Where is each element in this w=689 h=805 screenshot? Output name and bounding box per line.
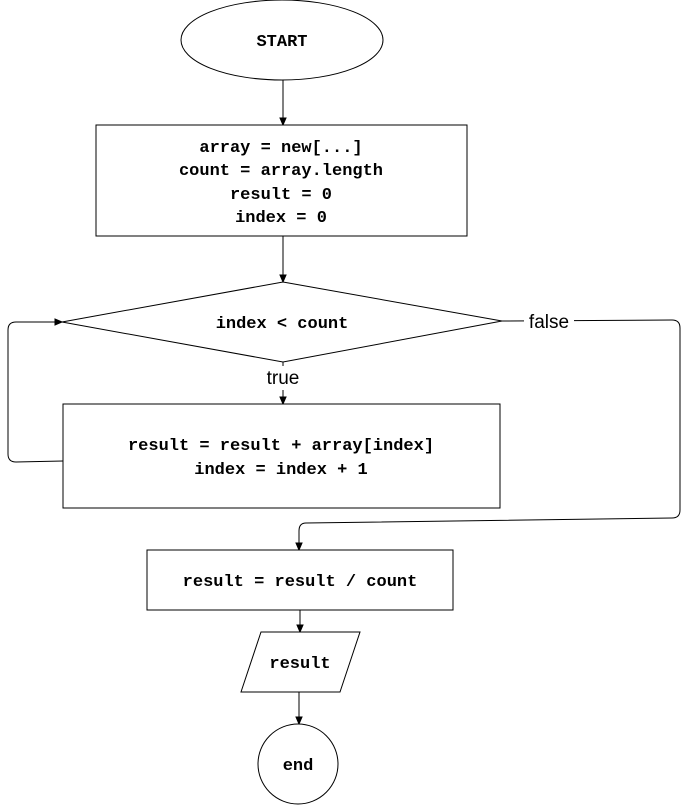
arrowhead-icon xyxy=(295,542,303,552)
edge-labels: true false xyxy=(262,310,574,390)
arrowhead-icon xyxy=(279,274,287,284)
end-node: end xyxy=(257,723,339,805)
arrowhead-icon xyxy=(295,716,303,726)
init-process-box xyxy=(95,124,468,237)
edge-condition-false xyxy=(298,319,681,544)
init-line: index = 0 xyxy=(235,209,327,228)
condition-label: index < count xyxy=(216,315,349,334)
end-circle xyxy=(257,723,339,805)
init-line: result = 0 xyxy=(230,186,332,205)
false-label: false xyxy=(529,312,569,333)
arrowhead-icon xyxy=(54,318,64,326)
divide-label: result = result / count xyxy=(183,573,418,592)
end-label: end xyxy=(283,757,314,776)
start-node: START xyxy=(180,0,384,81)
condition-decision-node: index < count xyxy=(61,281,503,363)
true-label: true xyxy=(267,368,300,389)
arrowhead-icon xyxy=(296,624,304,634)
init-line: array = new[...] xyxy=(199,139,362,158)
false-label-bg xyxy=(524,310,574,334)
output-label: result xyxy=(269,655,330,674)
output-parallelogram xyxy=(240,631,361,693)
condition-diamond xyxy=(61,281,503,363)
loop-body-node: result = result + array[index] index = i… xyxy=(62,403,501,509)
true-label-bg xyxy=(262,366,304,390)
output-node: result xyxy=(240,631,361,693)
loop-body-box xyxy=(62,403,501,509)
init-line: count = array.length xyxy=(179,162,383,181)
start-ellipse xyxy=(180,0,384,81)
divide-node: result = result / count xyxy=(146,549,454,611)
arrowhead-icon xyxy=(279,117,287,127)
divide-box xyxy=(146,549,454,611)
edge-loop-back xyxy=(7,321,64,463)
edges xyxy=(7,80,681,726)
loop-body-line: result = result + array[index] xyxy=(128,437,434,456)
arrowhead-icon xyxy=(279,396,287,406)
init-process-node: array = new[...] count = array.length re… xyxy=(95,124,468,237)
start-label: START xyxy=(256,33,307,52)
loop-body-line: index = index + 1 xyxy=(194,461,367,480)
